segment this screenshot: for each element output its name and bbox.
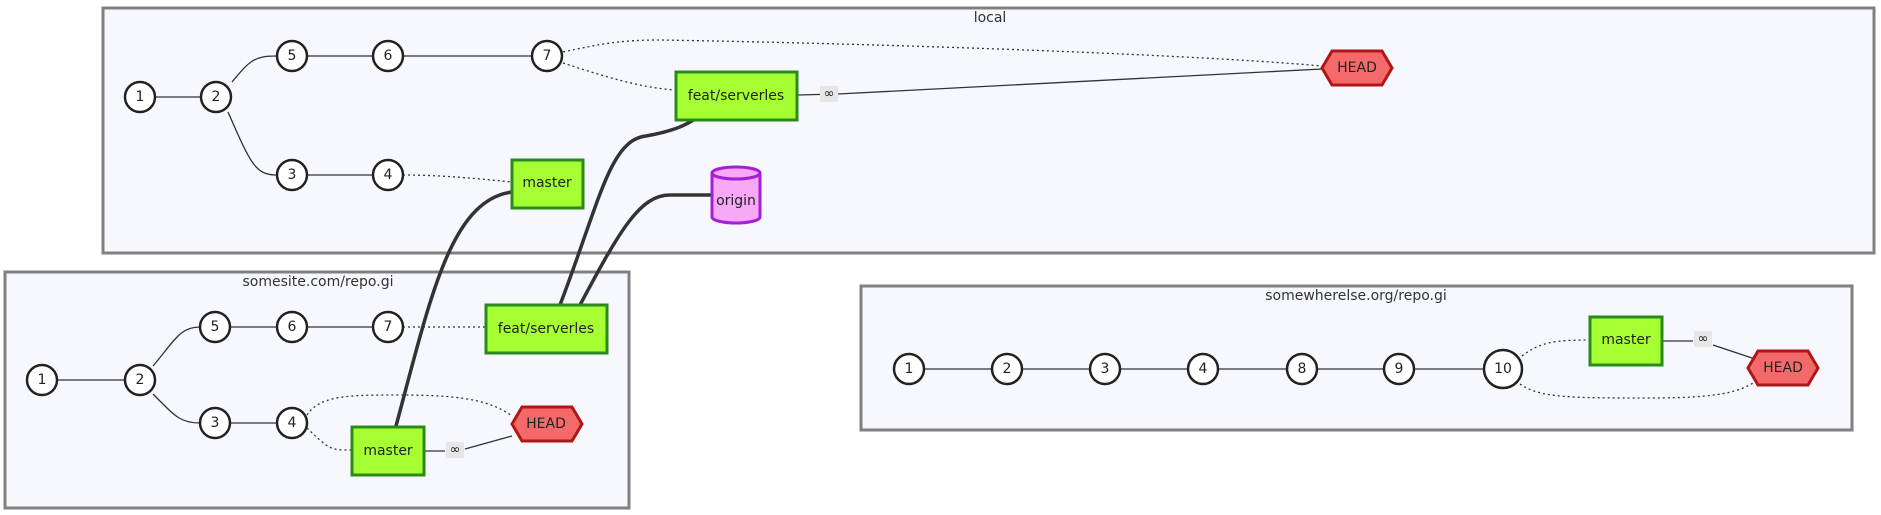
nodes-somewhere: 1 2 3 4 8 9 10 master bbox=[892, 315, 1820, 390]
commit-node[interactable]: 2 bbox=[199, 80, 233, 114]
commit-label: 6 bbox=[288, 319, 297, 335]
cluster-somewhere: somewherelse.org/repo.gi bbox=[859, 284, 1854, 432]
edge-somesite-feat-to-local-feat bbox=[558, 116, 698, 306]
chain-link-icon: ∞ bbox=[450, 443, 461, 458]
edge-somewhere-link-head bbox=[1712, 344, 1759, 361]
commit-label: 4 bbox=[288, 415, 297, 431]
edge-local-7-head bbox=[562, 39, 1323, 67]
commit-label: 7 bbox=[543, 48, 552, 64]
commit-node[interactable]: 4 bbox=[1186, 352, 1220, 386]
branch-label: master bbox=[363, 443, 413, 459]
commit-node[interactable]: 2 bbox=[123, 363, 157, 397]
commit-label: 4 bbox=[1199, 361, 1208, 377]
commit-node[interactable]: 7 bbox=[371, 310, 405, 344]
remote-label: origin bbox=[716, 193, 756, 209]
edges-remote-tracking bbox=[394, 116, 712, 427]
edge-somesite-master-to-local-master bbox=[394, 190, 513, 427]
commit-node[interactable]: 1 bbox=[123, 80, 157, 114]
edge-somesite-2-3 bbox=[152, 393, 201, 424]
commit-label: 4 bbox=[384, 167, 393, 183]
commit-node[interactable]: 1 bbox=[25, 363, 59, 397]
edge-somesite-2-5 bbox=[152, 326, 201, 367]
edge-somewhere-10-master bbox=[1521, 339, 1591, 357]
cluster-title-somesite: somesite.com/repo.gi bbox=[243, 274, 394, 290]
commit-label: 2 bbox=[1003, 361, 1012, 377]
commit-node[interactable]: 4 bbox=[371, 158, 405, 192]
edges-somewhere bbox=[925, 339, 1759, 399]
branch-label: master bbox=[522, 175, 572, 191]
commit-node[interactable]: 2 bbox=[990, 352, 1024, 386]
commit-label: 1 bbox=[136, 89, 145, 105]
head-somewhere[interactable]: HEAD bbox=[1746, 349, 1820, 387]
commit-node[interactable]: 5 bbox=[275, 39, 309, 73]
commit-label: 1 bbox=[905, 361, 914, 377]
branch-feat-serverless-local[interactable]: feat/serverles bbox=[674, 70, 799, 122]
commit-node[interactable]: 1 bbox=[892, 352, 926, 386]
commit-node[interactable]: 3 bbox=[1088, 352, 1122, 386]
head-label: HEAD bbox=[1337, 60, 1377, 76]
edge-somesite-4-master bbox=[306, 427, 353, 451]
branch-label: master bbox=[1601, 332, 1651, 348]
edge-somewhere-10-head bbox=[1519, 379, 1759, 399]
branch-master-local[interactable]: master bbox=[510, 158, 585, 210]
cluster-local: local bbox=[101, 6, 1876, 255]
edge-local-2-3 bbox=[227, 111, 277, 176]
chain-link-icon: ∞ bbox=[1698, 332, 1709, 347]
link-icon: ∞ bbox=[446, 442, 464, 458]
commit-label: 5 bbox=[288, 48, 297, 64]
commit-node[interactable]: 10 bbox=[1482, 348, 1524, 390]
commit-label: 1 bbox=[38, 372, 47, 388]
commit-node[interactable]: 4 bbox=[275, 406, 309, 440]
branch-feat-serverless-somesite[interactable]: feat/serverles bbox=[484, 303, 609, 355]
commit-node[interactable]: 8 bbox=[1285, 352, 1319, 386]
head-local[interactable]: HEAD bbox=[1320, 49, 1394, 87]
commit-label: 3 bbox=[1101, 361, 1110, 377]
nodes-local: 1 2 5 6 7 3 4 feat/serverles bbox=[123, 39, 1394, 225]
cluster-title-somewhere: somewherelse.org/repo.gi bbox=[1265, 288, 1447, 304]
commit-node[interactable]: 7 bbox=[530, 39, 564, 73]
edge-local-link-head bbox=[837, 68, 1323, 95]
commit-node[interactable]: 3 bbox=[198, 406, 232, 440]
chain-link-icon: ∞ bbox=[824, 87, 835, 102]
edge-somesite-link-head bbox=[464, 435, 513, 450]
link-icon: ∞ bbox=[1694, 331, 1712, 347]
edge-local-4-master bbox=[402, 174, 513, 183]
commit-label: 2 bbox=[136, 372, 145, 388]
commit-label: 7 bbox=[384, 319, 393, 335]
remote-origin[interactable]: origin bbox=[710, 165, 762, 225]
cluster-title-local: local bbox=[974, 10, 1007, 26]
commit-node[interactable]: 3 bbox=[275, 158, 309, 192]
edges-local bbox=[155, 39, 1323, 183]
commit-label: 9 bbox=[1395, 361, 1404, 377]
commit-label: 3 bbox=[288, 167, 297, 183]
commit-label: 6 bbox=[384, 48, 393, 64]
edges-somesite bbox=[58, 326, 513, 452]
branch-master-somewhere[interactable]: master bbox=[1588, 315, 1664, 367]
commit-node[interactable]: 5 bbox=[198, 310, 232, 344]
commit-label: 2 bbox=[212, 89, 221, 105]
nodes-somesite: 1 2 5 6 7 3 4 feat/serverles bbox=[25, 303, 609, 477]
branch-master-somesite[interactable]: master bbox=[350, 425, 426, 477]
branch-label: feat/serverles bbox=[688, 88, 784, 104]
commit-node[interactable]: 6 bbox=[371, 39, 405, 73]
edge-somesite-4-head bbox=[306, 394, 513, 417]
head-label: HEAD bbox=[1763, 360, 1803, 376]
commit-label: 3 bbox=[211, 415, 220, 431]
link-icon: ∞ bbox=[820, 86, 838, 102]
commit-label: 8 bbox=[1298, 361, 1307, 377]
commit-node[interactable]: 9 bbox=[1382, 352, 1416, 386]
edge-local-2-5 bbox=[231, 55, 277, 83]
edge-somesite-feat-to-origin bbox=[578, 193, 712, 306]
commit-node[interactable]: 6 bbox=[275, 310, 309, 344]
branch-label: feat/serverles bbox=[498, 321, 594, 337]
head-somesite[interactable]: HEAD bbox=[510, 405, 584, 443]
head-label: HEAD bbox=[526, 416, 566, 432]
commit-label: 5 bbox=[211, 319, 220, 335]
commit-label: 10 bbox=[1494, 361, 1512, 377]
